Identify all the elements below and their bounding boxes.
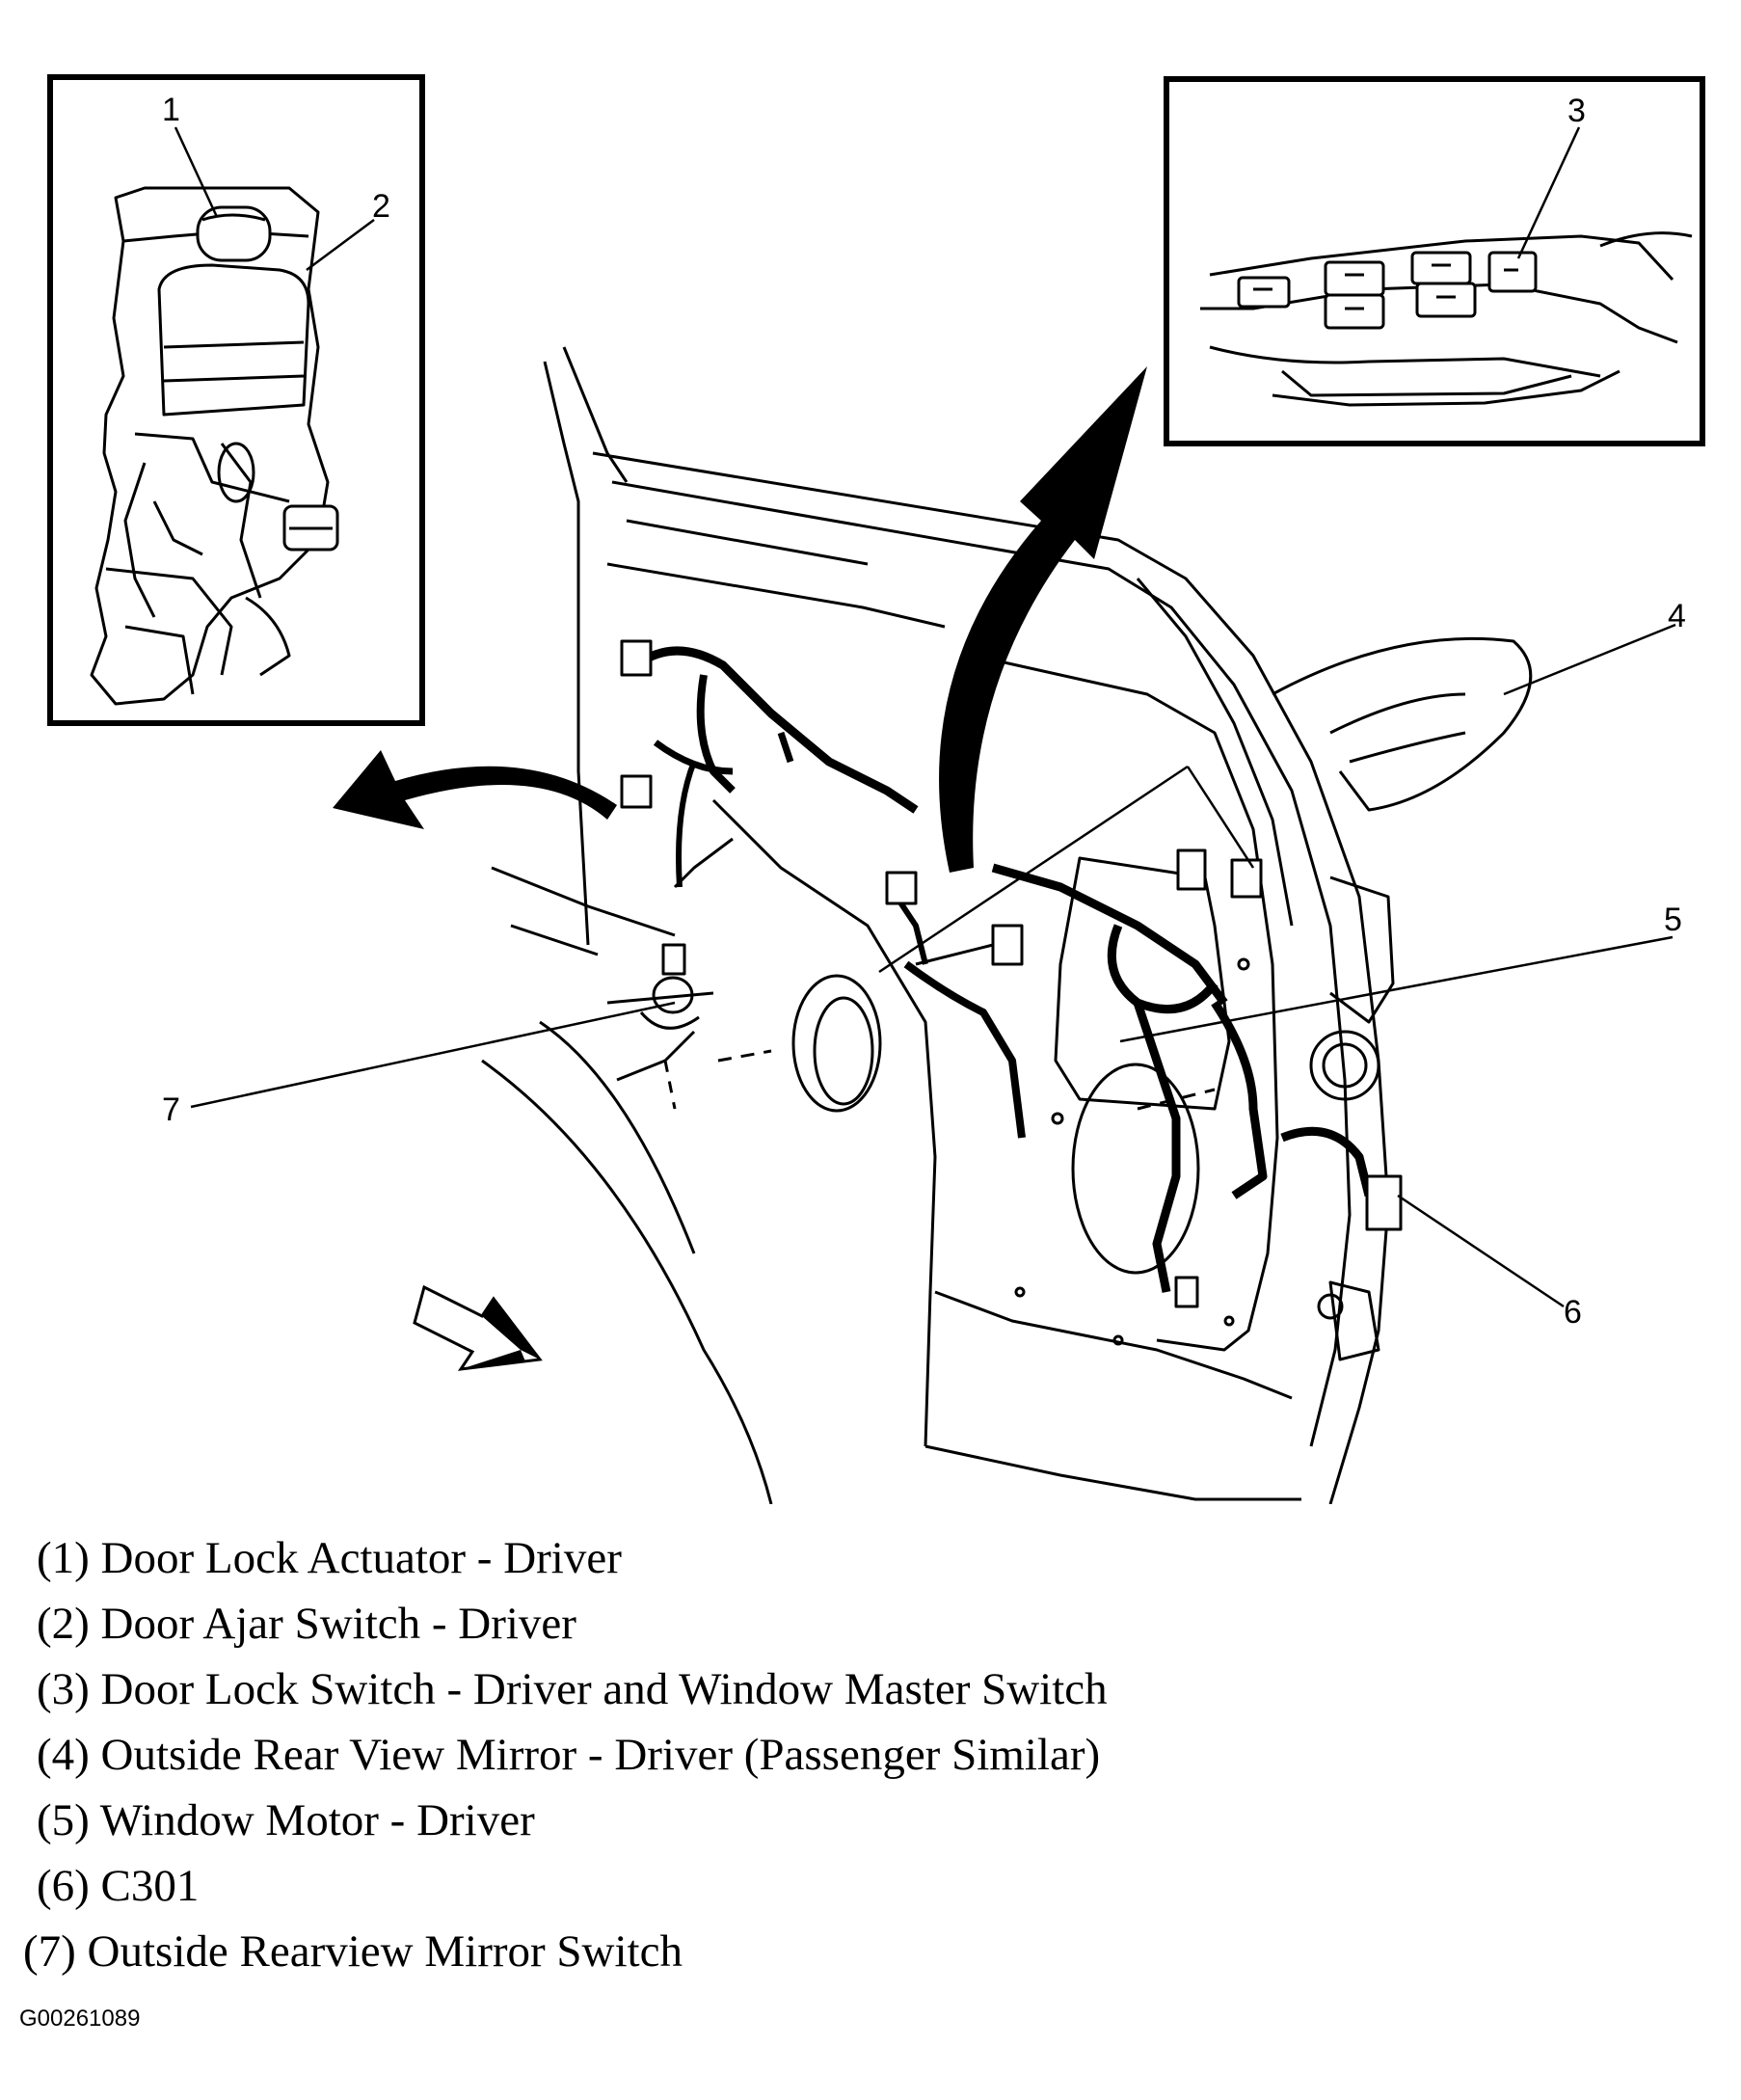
callout-7: 7 <box>162 1091 180 1128</box>
legend-item-1: (1) Door Lock Actuator - Driver <box>37 1533 622 1583</box>
legend-item-3: (3) Door Lock Switch - Driver and Window… <box>37 1664 1108 1714</box>
callout-labels: 1 2 3 4 5 6 7 <box>162 92 1686 1331</box>
legend-item-5: (5) Window Motor - Driver <box>37 1795 535 1845</box>
legend-item-7: (7) Outside Rearview Mirror Switch <box>23 1926 683 1977</box>
callout-5: 5 <box>1664 902 1682 938</box>
callout-2: 2 <box>372 188 390 225</box>
door-body <box>481 346 1533 1504</box>
callout-1: 1 <box>162 92 180 128</box>
arrows <box>333 366 1147 1371</box>
legend-item-6: (6) C301 <box>37 1861 200 1911</box>
legend-item-4: (4) Outside Rear View Mirror - Driver (P… <box>37 1730 1101 1780</box>
leader-lines <box>174 126 1676 1308</box>
door-wiring-diagram: 1 2 3 4 5 6 7 <box>47 74 1705 1504</box>
callout-3: 3 <box>1567 93 1586 129</box>
legend: (1) Door Lock Actuator - Driver (2) Door… <box>23 1525 1675 1984</box>
inset-actuator <box>47 74 425 726</box>
inset-master-switch <box>1164 76 1705 446</box>
callout-6: 6 <box>1564 1294 1582 1331</box>
figure-id: G00261089 <box>19 2006 141 2032</box>
legend-item-2: (2) Door Ajar Switch - Driver <box>37 1599 576 1649</box>
callout-4: 4 <box>1668 598 1686 634</box>
